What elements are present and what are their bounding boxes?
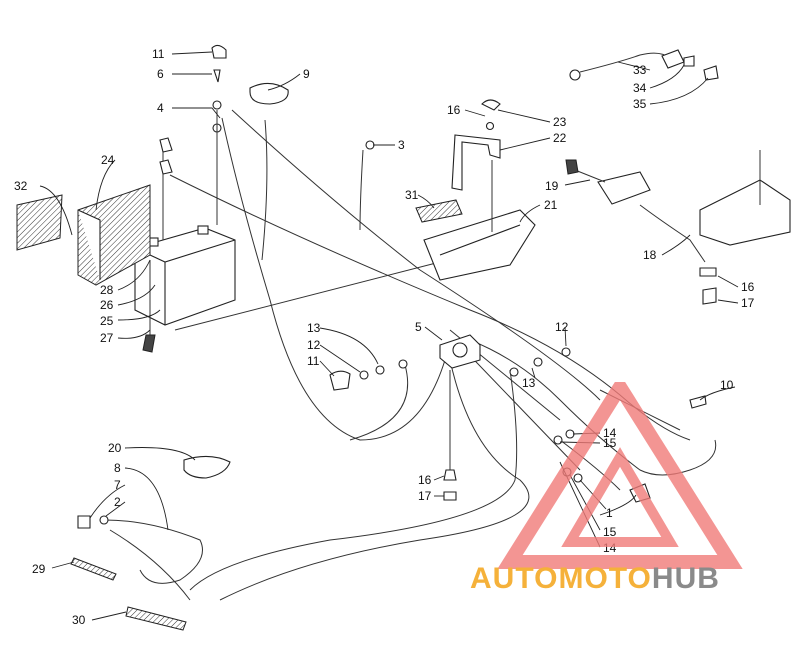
starter-solenoid [329,334,571,501]
engine-harness [70,455,231,631]
callout-31: 31 [405,188,419,202]
callout-23: 23 [553,115,567,129]
callout-16: 16 [741,280,755,294]
callout-15: 15 [603,525,617,539]
callout-1: 1 [606,506,613,520]
watermark-word-part2: HUB [651,562,720,595]
watermark-word-part1: AUTOMOTO [470,562,652,595]
callout-35: 35 [633,97,647,111]
callout-21: 21 [544,198,558,212]
battery-cables [159,44,375,240]
callout-6: 6 [157,67,164,81]
callout-13: 13 [522,376,536,390]
callout-17: 17 [741,296,755,310]
battery-bracket [415,99,536,281]
callout-10: 10 [720,378,734,392]
callout-19: 19 [545,179,559,193]
callout-11: 11 [307,354,320,368]
battery [134,225,236,353]
callout-30: 30 [72,613,86,627]
callout-8: 8 [114,461,121,475]
callout-5: 5 [415,320,422,334]
callout-7: 7 [114,478,121,492]
automotohub-watermark: AUTOMOTOHUB [470,373,800,622]
callout-18: 18 [643,248,657,262]
watermark-word: AUTOMOTOHUB [470,562,720,596]
callout-11: 11 [152,47,165,61]
callout-27: 27 [100,331,114,345]
callout-labels: 11 6 4 9 3 24 32 28 26 25 27 16 23 22 31… [14,47,755,627]
callout-4: 4 [157,101,164,115]
callout-16: 16 [418,473,432,487]
callout-20: 20 [108,441,122,455]
callout-29: 29 [32,562,46,576]
callout-2: 2 [114,495,121,509]
callout-25: 25 [100,314,114,328]
battery-pad [16,194,63,251]
callout-26: 26 [100,298,114,312]
warning-triangle-logo [497,373,743,569]
callout-33: 33 [633,63,647,77]
mounting-bracket [639,150,791,305]
callout-32: 32 [14,179,28,193]
callout-12: 12 [555,320,569,334]
callout-14: 14 [603,426,617,440]
ignition-harness [565,49,719,205]
callout-12: 12 [307,338,321,352]
callout-22: 22 [553,131,567,145]
callout-13: 13 [307,321,321,335]
callout-34: 34 [633,81,647,95]
callout-9: 9 [303,67,310,81]
callout-17: 17 [418,489,432,503]
callout-28: 28 [100,283,114,297]
callout-24: 24 [101,153,115,167]
callout-16: 16 [447,103,461,117]
leader-lines [39,51,739,621]
callout-15: 15 [603,436,617,450]
callout-3: 3 [398,138,405,152]
